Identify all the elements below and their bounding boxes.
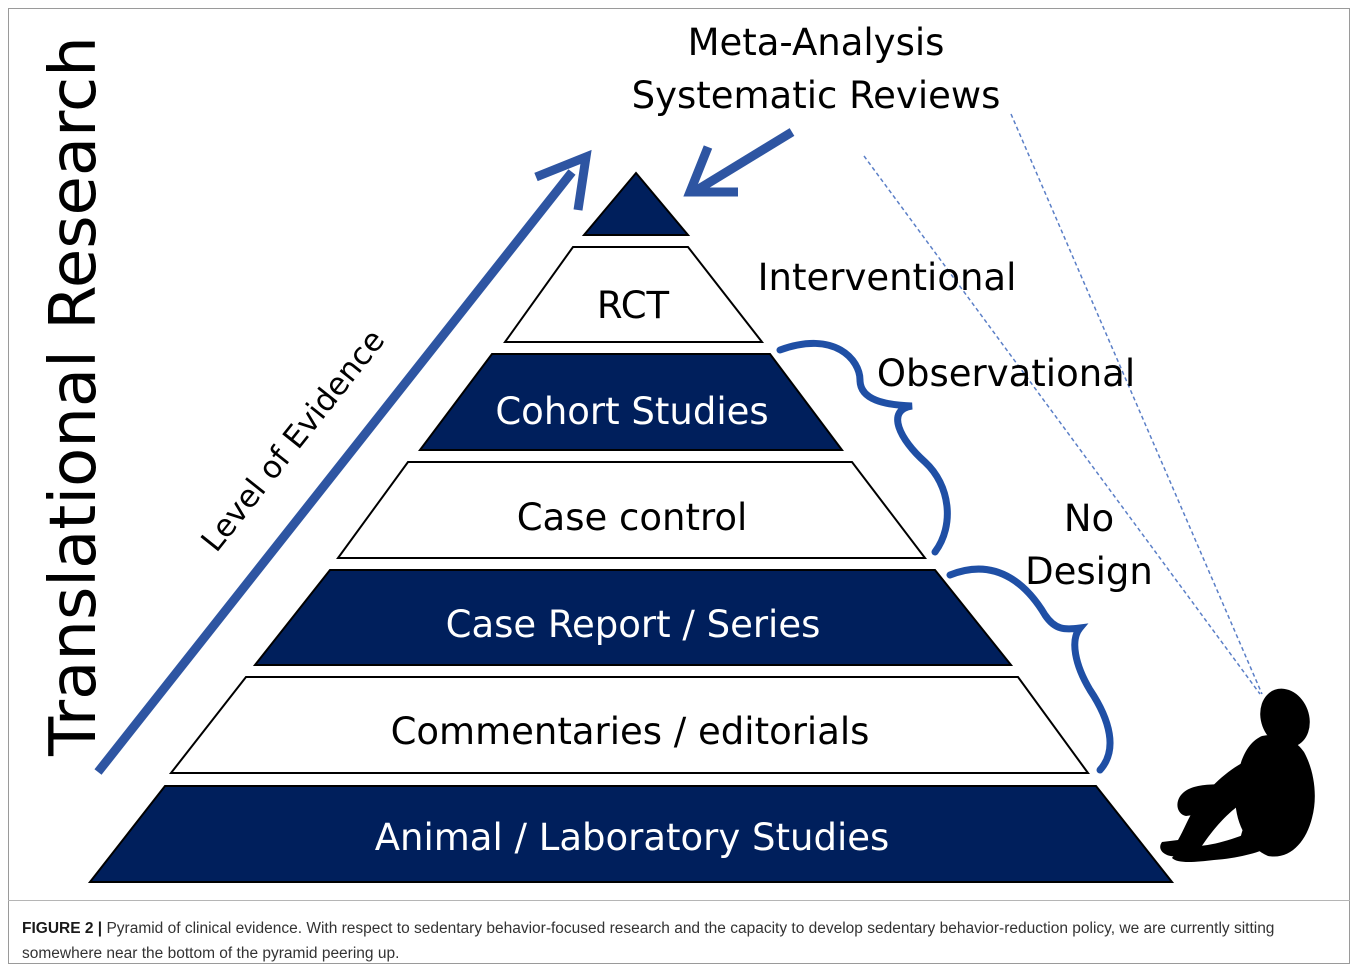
apex-arrowhead: [683, 145, 738, 197]
tier-label-rct: RCT: [597, 284, 670, 327]
pyramid-tier-apex: [581, 171, 691, 236]
interventional-label: Interventional: [758, 256, 1017, 299]
caption-figure-label: FIGURE 2 |: [22, 920, 103, 937]
tier-label-case-report-series: Case Report / Series: [446, 603, 821, 646]
pyramid-tier-commentaries: [168, 676, 1090, 774]
pyramid-tier-case-control: [336, 461, 928, 559]
caption-divider: [8, 900, 1350, 901]
tier-labels: RCT Cohort Studies Case control Case Rep…: [375, 284, 890, 859]
sightline-right: [1010, 113, 1263, 695]
tier-label-commentaries: Commentaries / editorials: [391, 710, 870, 753]
apex-arrow: [694, 128, 795, 194]
caption-text: Pyramid of clinical evidence. With respe…: [22, 920, 1275, 962]
no-design-label-line2: Design: [1025, 550, 1153, 593]
translational-research-title: Translational Research: [37, 36, 111, 757]
no-design-label-line1: No: [1064, 497, 1114, 540]
sightline-left: [863, 155, 1261, 695]
observational-label: Observational: [877, 352, 1135, 395]
pyramid-tier-case-report-series: [252, 569, 1014, 666]
tier-label-case-control: Case control: [517, 496, 748, 539]
pyramid-tier-cohort-studies: [418, 353, 844, 451]
evidence-pyramid-diagram: Translational Research RCT Cohort Studie…: [37, 21, 1315, 883]
observational-brace: [776, 340, 951, 556]
pyramid-tier-rct: [503, 246, 765, 343]
figure-caption: FIGURE 2 | Pyramid of clinical evidence.…: [22, 916, 1338, 966]
tier-label-cohort-studies: Cohort Studies: [495, 390, 768, 433]
level-of-evidence-arrow: [94, 169, 576, 775]
no-design-brace: [946, 565, 1114, 774]
tier-label-animal-lab: Animal / Laboratory Studies: [375, 816, 890, 859]
meta-analysis-label: Meta-Analysis: [688, 21, 945, 64]
level-of-evidence-arrowhead: [534, 149, 592, 211]
pyramid: [87, 171, 1175, 883]
pyramid-tier-animal-lab: [87, 785, 1175, 883]
sitting-child-silhouette-icon: [1160, 688, 1315, 862]
systematic-reviews-label: Systematic Reviews: [632, 74, 1001, 117]
